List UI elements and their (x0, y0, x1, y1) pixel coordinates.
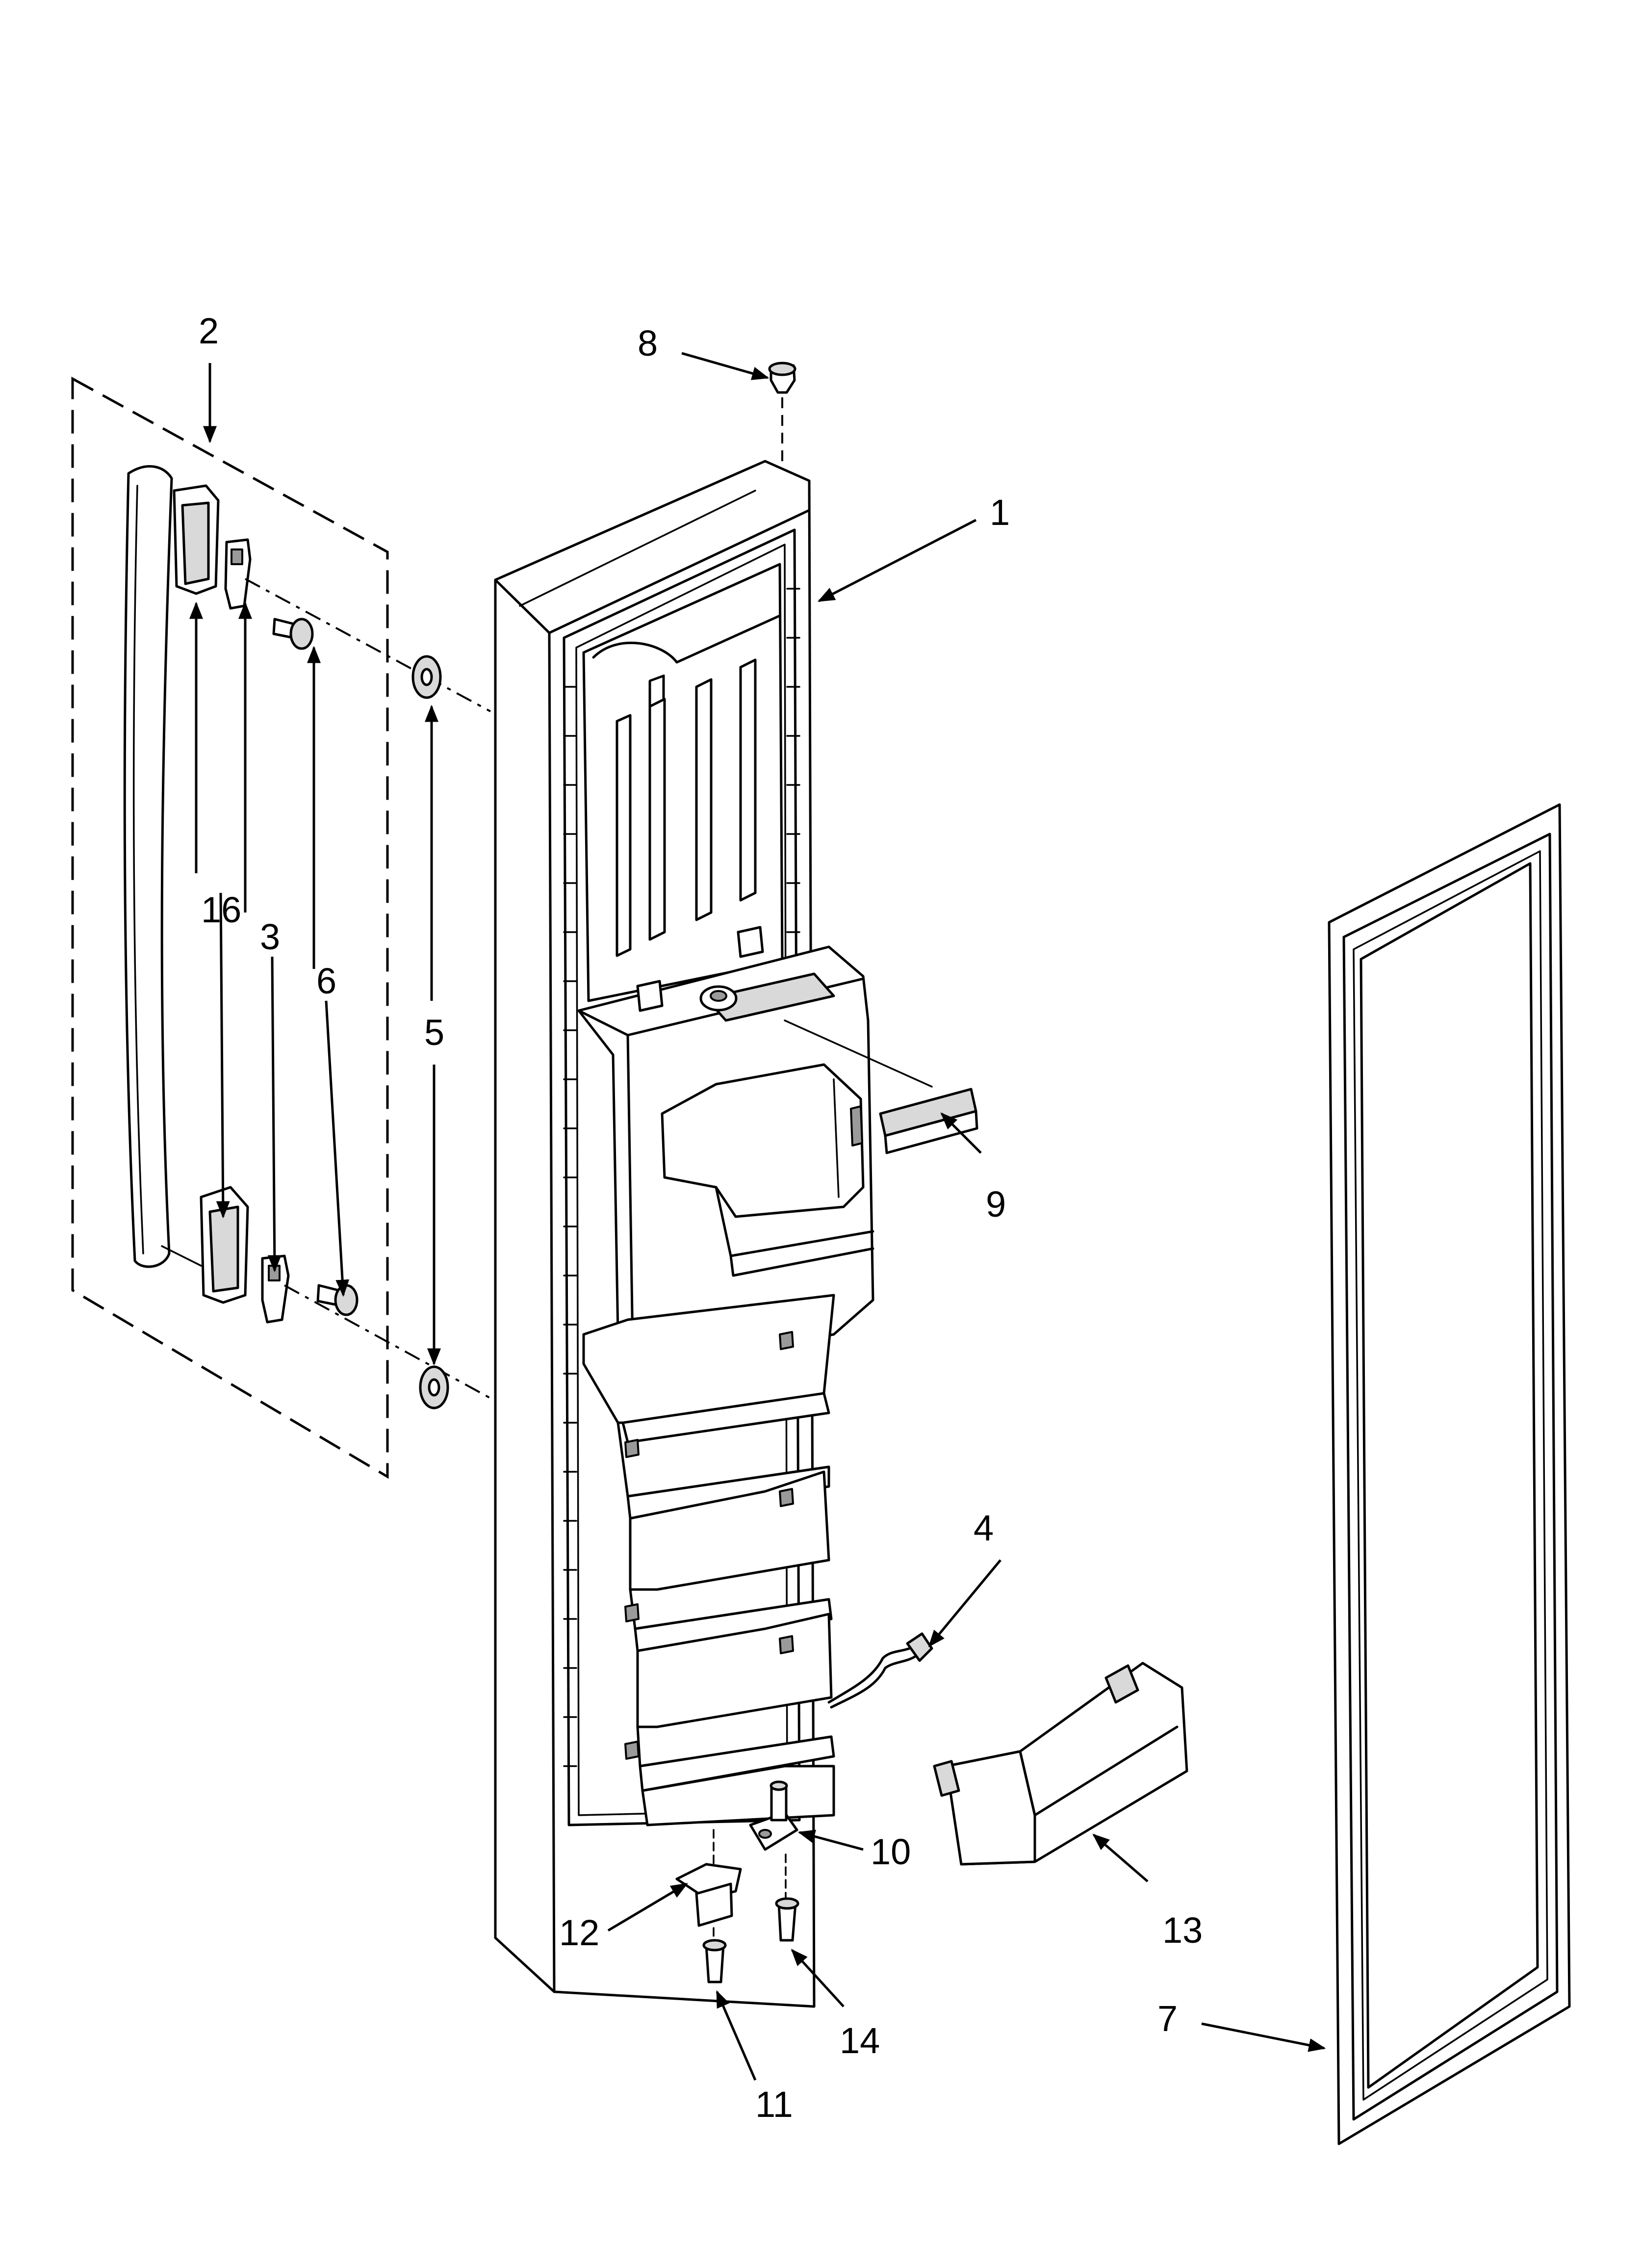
door-shelves (582, 1294, 835, 1826)
freezer-door-assembly (494, 460, 874, 2008)
callout-3: 3 (260, 916, 280, 957)
callout-14: 14 (840, 2020, 880, 2061)
callout-9: 9 (986, 1184, 1006, 1225)
callout-1: 1 (990, 492, 1010, 533)
liner-rib-4 (616, 714, 632, 957)
callout-13: 13 (1162, 1910, 1203, 1951)
handle-kit-group (71, 376, 491, 1479)
handle-kit-dashed-outline (71, 376, 389, 1479)
door-liner-rib-ticks (563, 588, 800, 1767)
liner-rib-1 (648, 698, 666, 941)
callout-16: 16 (201, 889, 241, 930)
callout-5: 5 (424, 1012, 444, 1053)
callout-7: 7 (1157, 1998, 1178, 2039)
dispenser-tab-left (636, 980, 664, 1012)
door-handle-bar (123, 465, 173, 1268)
callout-labels: 2 8 1 16 3 6 5 9 4 10 12 13 14 11 7 (199, 311, 1203, 2125)
callout-12: 12 (559, 1912, 599, 1953)
callout-6: 6 (316, 961, 336, 1001)
callout-10: 10 (871, 1831, 911, 1872)
door-gasket (1328, 803, 1571, 2145)
dispenser-recess (661, 1063, 865, 1218)
handle-spacers (411, 655, 449, 1409)
door-top-plug (768, 362, 796, 466)
callout-4: 4 (974, 1508, 994, 1548)
callout-8: 8 (638, 323, 658, 364)
dispenser-tab-right (737, 926, 764, 958)
liner-rib-2 (695, 678, 713, 921)
liner-rib-3 (739, 658, 757, 902)
wire-harness (827, 1632, 933, 1709)
door-bin (933, 1662, 1188, 1866)
callout-leaders (189, 352, 1326, 2081)
callout-2: 2 (199, 311, 219, 351)
hinge-parts (675, 1780, 799, 1983)
callout-11: 11 (755, 2084, 793, 2125)
ice-chute-opening (705, 972, 835, 1022)
